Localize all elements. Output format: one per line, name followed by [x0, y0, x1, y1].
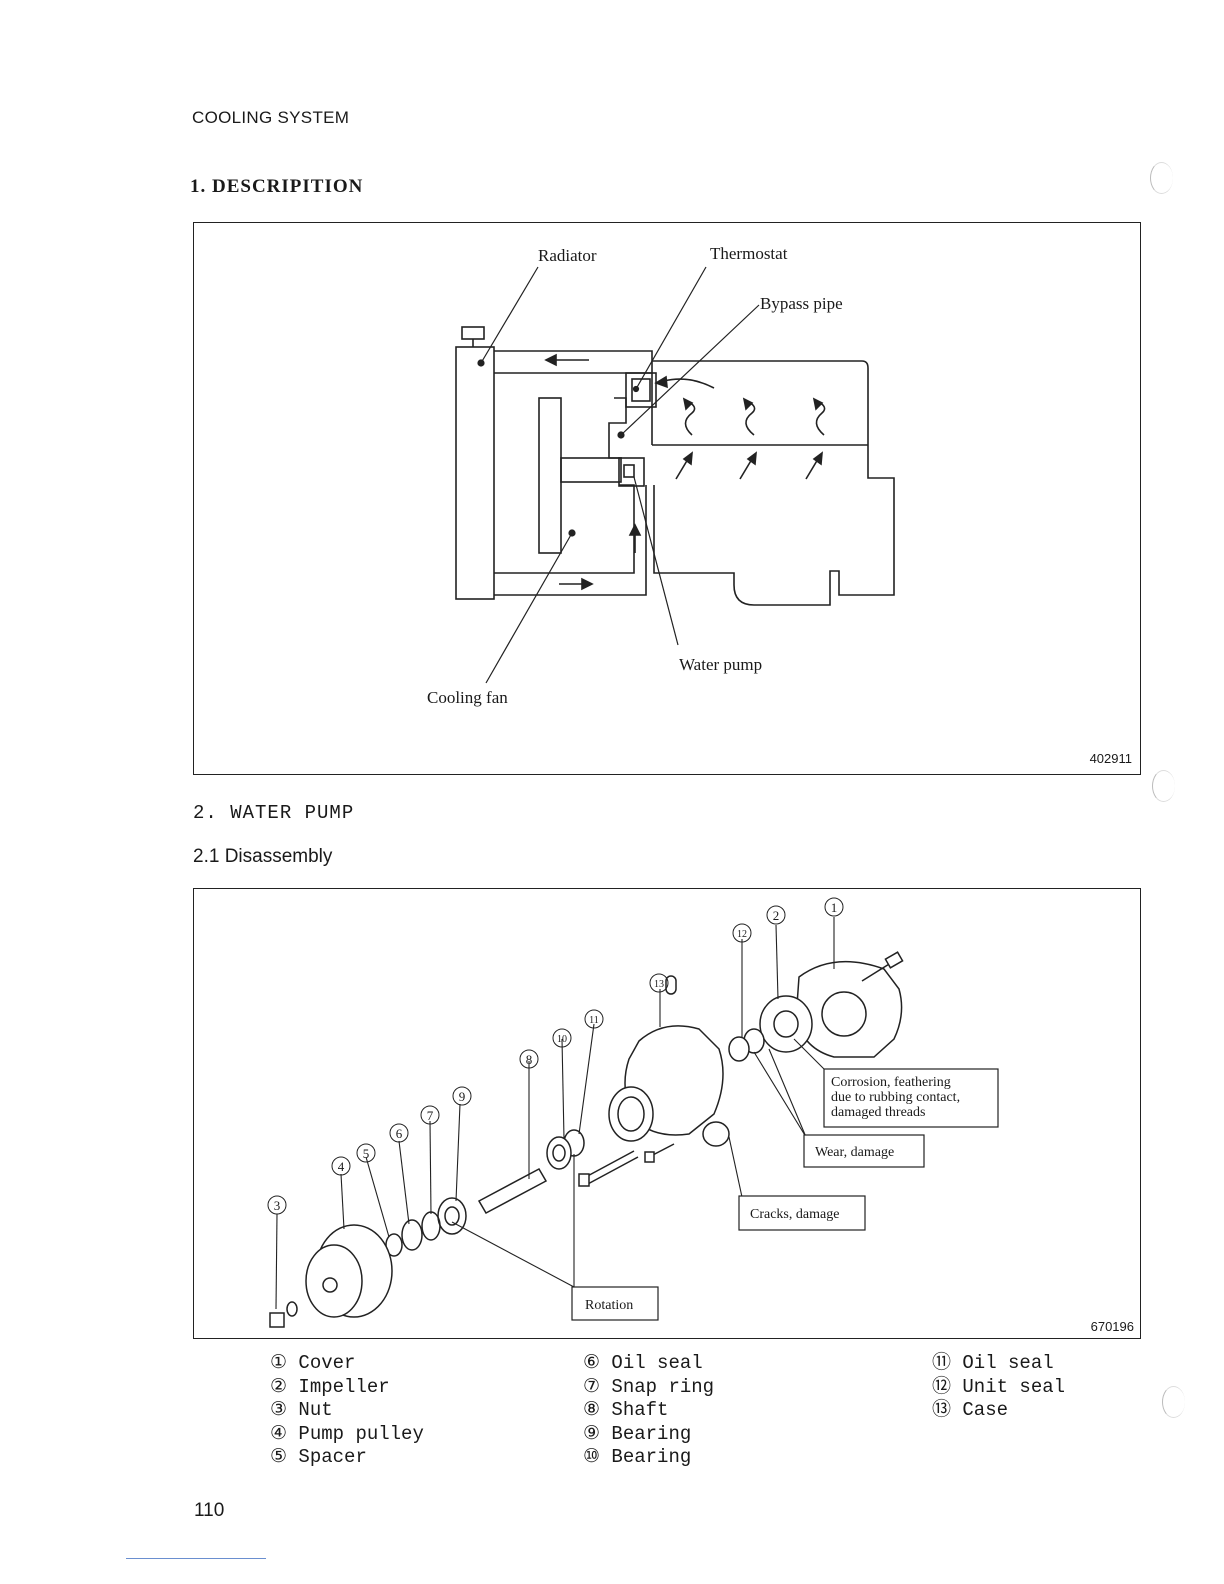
- wear-callout: Wear, damage: [815, 1145, 894, 1160]
- part-number-7: 7: [427, 1108, 434, 1123]
- parts-legend-col1: ① Cover ② Impeller ③ Nut ④ Pump pulley ⑤…: [270, 1352, 424, 1470]
- binder-hole-mark: [1150, 162, 1173, 194]
- part-number-3: 3: [274, 1198, 281, 1213]
- water-pump-drawing: 1 2 12 13 11 10 8 9 7 6 5 4 3: [267, 897, 999, 1328]
- part-number-2: 2: [773, 908, 780, 923]
- rotation-callout: Rotation: [585, 1298, 633, 1313]
- part-number-5: 5: [363, 1146, 370, 1161]
- figure-number: 402911: [1089, 751, 1132, 766]
- page-number: 110: [194, 1500, 225, 1521]
- legend-item: ⑤ Spacer: [270, 1446, 367, 1468]
- part-number-6: 6: [396, 1126, 403, 1141]
- section-header: COOLING SYSTEM: [192, 108, 350, 127]
- legend-item: ⑬ Case: [932, 1399, 1009, 1421]
- cooling-fan-label: Cooling fan: [427, 688, 508, 707]
- bypass-pipe-label: Bypass pipe: [760, 294, 843, 313]
- legend-item: ⑩ Bearing: [583, 1446, 692, 1468]
- legend-item: ② Impeller: [270, 1375, 390, 1398]
- parts-legend-col3: ⑪ Oil seal ⑫ Unit seal ⑬ Case: [932, 1352, 1065, 1423]
- legend-item: ⑨ Bearing: [583, 1422, 692, 1445]
- legend-item: ④ Pump pulley: [270, 1422, 424, 1445]
- legend-item: ⑪ Oil seal: [932, 1352, 1054, 1374]
- legend-item: ⑫ Unit seal: [932, 1375, 1066, 1398]
- cooling-system-drawing: Radiator Thermostat Bypass pipe Water pu…: [427, 244, 895, 707]
- legend-item: ③ Nut: [270, 1399, 333, 1421]
- part-number-10: 10: [557, 1034, 567, 1045]
- part-number-12: 12: [737, 929, 747, 940]
- corrosion-callout-line3: damaged threads: [831, 1105, 925, 1120]
- part-number-1: 1: [831, 900, 838, 915]
- cracks-callout: Cracks, damage: [750, 1207, 839, 1222]
- part-number-8: 8: [526, 1052, 533, 1067]
- part-number-9: 9: [459, 1089, 466, 1104]
- part-number-11: 11: [589, 1015, 599, 1026]
- description-heading: 1. DESCRIPITION: [190, 176, 364, 197]
- scan-edge-line: [126, 1558, 266, 1559]
- water-pump-exploded-diagram: 1 2 12 13 11 10 8 9 7 6 5 4 3: [193, 888, 1141, 1339]
- legend-item: ⑧ Shaft: [583, 1399, 669, 1421]
- cooling-system-diagram: Radiator Thermostat Bypass pipe Water pu…: [193, 222, 1141, 775]
- parts-legend-col2: ⑥ Oil seal ⑦ Snap ring ⑧ Shaft ⑨ Bearing…: [583, 1352, 714, 1470]
- legend-item: ⑦ Snap ring: [583, 1375, 715, 1398]
- corrosion-callout-line1: Corrosion, feathering: [831, 1075, 951, 1090]
- figure-number: 670196: [1090, 1319, 1134, 1334]
- disassembly-subheading: 2.1 Disassembly: [193, 846, 333, 867]
- corrosion-callout-line2: due to rubbing contact,: [831, 1090, 960, 1105]
- water-pump-heading: 2. WATER PUMP: [193, 802, 355, 824]
- part-number-4: 4: [338, 1159, 345, 1174]
- legend-item: ① Cover: [270, 1352, 356, 1374]
- radiator-label: Radiator: [538, 246, 597, 265]
- binder-hole-mark: [1162, 1386, 1185, 1418]
- part-number-13: 13: [654, 979, 664, 990]
- thermostat-label: Thermostat: [710, 244, 788, 263]
- binder-hole-mark: [1152, 770, 1175, 802]
- legend-item: ⑥ Oil seal: [583, 1352, 703, 1374]
- water-pump-label: Water pump: [679, 655, 762, 674]
